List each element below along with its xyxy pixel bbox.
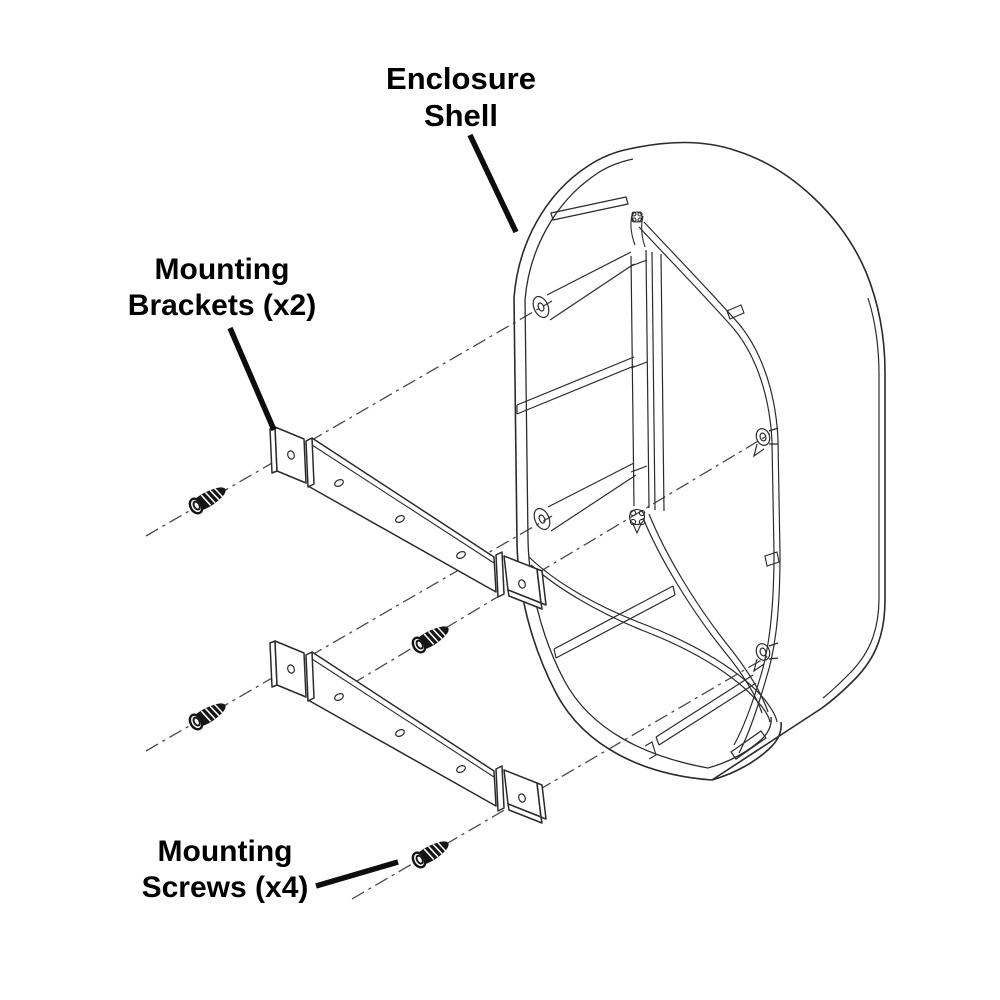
shell-rail-boss-upper xyxy=(532,251,635,321)
label-mounting-brackets: Mounting Brackets (x2) xyxy=(128,252,316,324)
shell-outer-silhouette xyxy=(628,141,886,781)
shell-inner-back-edge-b xyxy=(638,226,775,746)
shell-rim-right-lower-a xyxy=(648,513,769,713)
shell-wall-tab-1 xyxy=(726,304,745,320)
assembly-centerlines xyxy=(145,300,771,900)
centerline-1 xyxy=(145,300,553,537)
mounting-bracket-2 xyxy=(269,640,547,824)
shell-rim-right-lower-b xyxy=(642,517,763,714)
mounting-screw-4 xyxy=(409,835,454,871)
shell-wall-tab-2 xyxy=(764,551,780,567)
label-mounting-brackets-line1: Mounting xyxy=(154,253,290,286)
mounting-screw-1 xyxy=(186,481,231,517)
label-enclosure-shell-line1: Enclosure xyxy=(386,61,536,96)
label-mounting-screws-line1: Mounting xyxy=(157,835,293,868)
leader-lines xyxy=(227,133,519,889)
shell-bottom-back-edge-a xyxy=(528,556,778,723)
shell-screw-boss-right-upper xyxy=(753,427,779,458)
mounting-bracket-1 xyxy=(269,426,547,610)
shell-back-edge xyxy=(822,297,880,699)
shell-rail-boss-lower xyxy=(533,462,637,532)
shell-clover-boss-mid xyxy=(628,508,646,535)
mounting-screw-3 xyxy=(186,697,231,733)
leader-enclosure-shell xyxy=(467,133,519,234)
shell-inner-back-edge-a xyxy=(643,221,781,754)
shell-bottom-rail-1 xyxy=(553,585,676,659)
shell-shelf-middle xyxy=(516,356,635,415)
shell-bottom-back-edge-b xyxy=(530,564,771,723)
shell-top-tab xyxy=(550,196,629,221)
label-enclosure-shell: Enclosure Shell xyxy=(386,60,536,134)
label-enclosure-shell-line2: Shell xyxy=(423,98,499,133)
shell-bottom-rim-notch xyxy=(644,741,657,760)
leader-mounting-screws xyxy=(315,859,399,889)
label-mounting-screws: Mounting Screws (x4) xyxy=(142,834,309,906)
mounting-screw-2 xyxy=(409,620,454,656)
shell-bottom-rail-2 xyxy=(655,674,757,746)
enclosure-shell xyxy=(513,141,886,781)
shell-screw-boss-right-lower xyxy=(753,642,779,673)
label-mounting-brackets-line2: Brackets (x2) xyxy=(127,289,317,322)
shell-rim-outer xyxy=(513,148,782,781)
shell-front-rail xyxy=(630,249,665,512)
shell-clover-boss-top xyxy=(630,211,646,248)
label-mounting-screws-line2: Screws (x4) xyxy=(141,871,309,904)
shell-bottom-foot-tab xyxy=(730,730,767,760)
leader-mounting-brackets xyxy=(227,326,277,432)
